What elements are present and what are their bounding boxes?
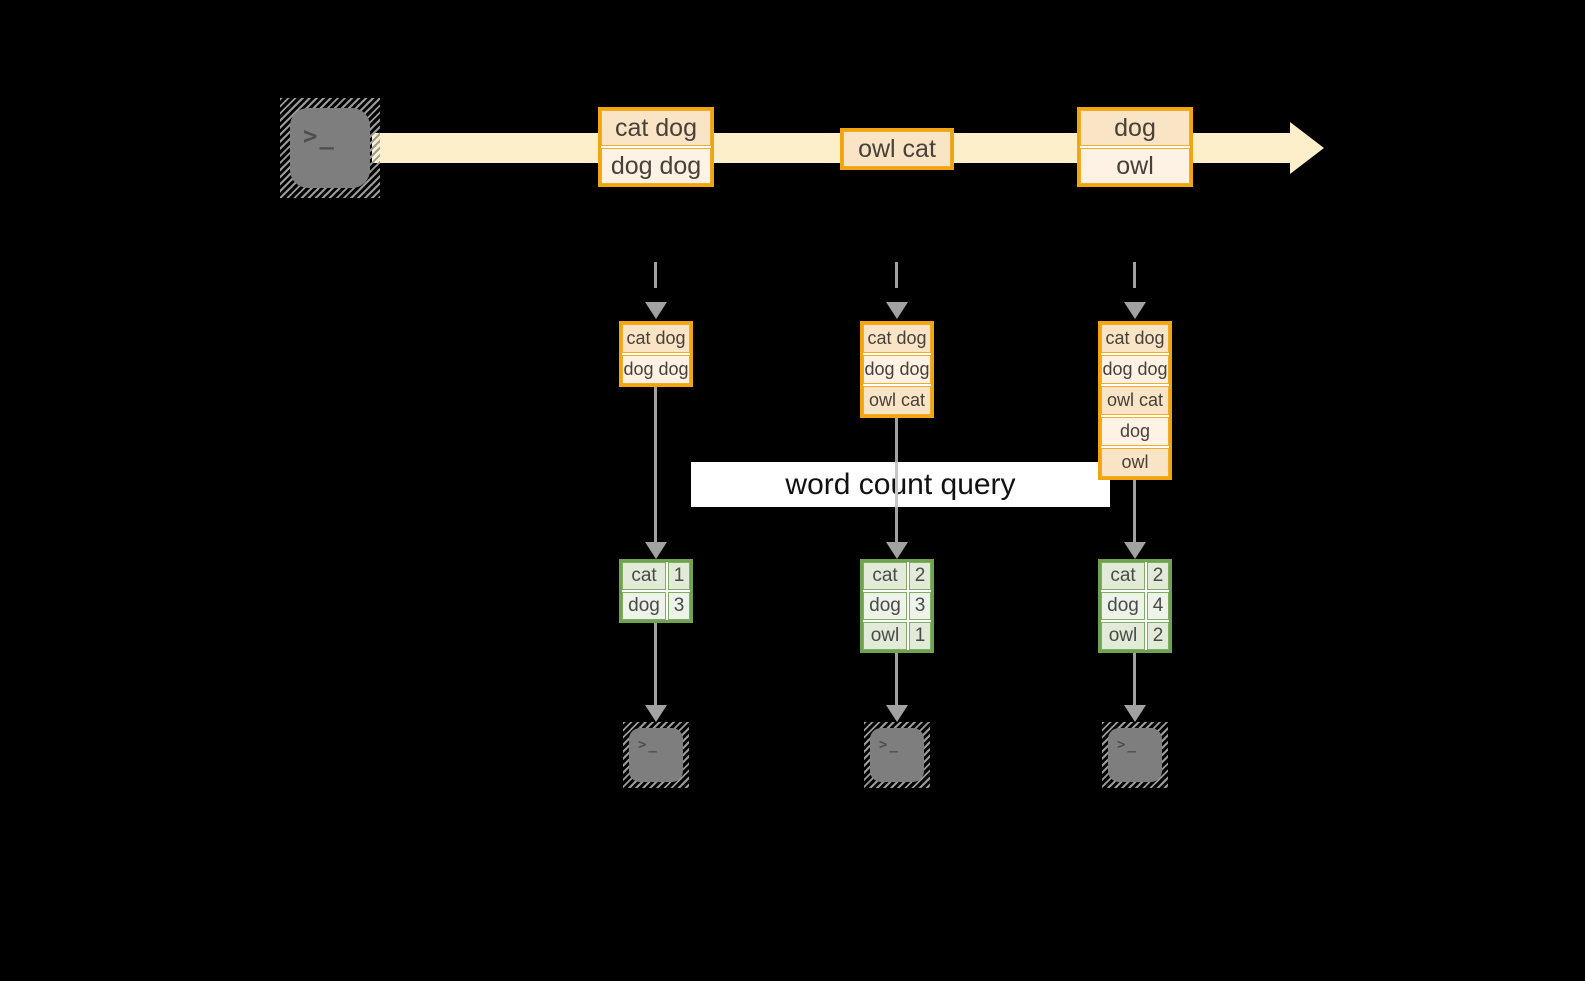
message-line: cat dog (601, 110, 711, 146)
worker-buffer: cat dog dog dog owl cat (860, 321, 934, 418)
word-count-table: cat 2 dog 4 owl 2 (1098, 559, 1172, 653)
buffer-line: dog dog (622, 355, 690, 384)
emit-arrowhead-icon (886, 705, 908, 722)
count-cell: 3 (668, 592, 690, 620)
terminal-prompt-icon: >_ (879, 737, 900, 753)
word-count-table: cat 1 dog 3 (619, 559, 693, 623)
word-count-table: cat 2 dog 3 owl 1 (860, 559, 934, 653)
word-cell: owl (1101, 622, 1145, 650)
buffer-line: dog dog (863, 355, 931, 384)
count-cell: 2 (909, 562, 931, 590)
buffer-line: cat dog (622, 324, 690, 353)
query-arrow-through-banner (895, 462, 898, 507)
buffer-line: dog dog (1101, 355, 1169, 384)
worker-buffer: cat dog dog dog owl cat dog owl (1098, 321, 1172, 480)
count-cell: 3 (909, 592, 931, 620)
terminal-screen: >_ (290, 108, 370, 188)
banner-label: word count query (785, 467, 1016, 501)
emit-arrow (1133, 653, 1136, 706)
message-line: owl (1080, 148, 1190, 184)
buffer-line: owl cat (1101, 386, 1169, 415)
message-line: dog dog (601, 148, 711, 184)
word-count-query-banner: word count query (691, 462, 1110, 507)
buffer-line: cat dog (1101, 324, 1169, 353)
ingest-arrowhead-icon (645, 302, 667, 319)
stream-message: dog owl (1077, 107, 1193, 187)
buffer-line: dog (1101, 417, 1169, 446)
worker-buffer: cat dog dog dog (619, 321, 693, 387)
terminal-prompt-icon: >_ (303, 122, 336, 150)
emit-arrowhead-icon (1124, 705, 1146, 722)
count-cell: 2 (1147, 562, 1169, 590)
sink-terminal-icon: >_ (864, 722, 930, 788)
terminal-screen: >_ (870, 728, 924, 782)
word-cell: cat (863, 562, 907, 590)
sink-terminal-icon: >_ (623, 722, 689, 788)
emit-arrowhead-icon (645, 705, 667, 722)
ingest-arrow-dashed (654, 262, 657, 302)
emit-arrow (895, 653, 898, 706)
ingest-arrowhead-icon (886, 302, 908, 319)
count-cell: 2 (1147, 622, 1169, 650)
word-cell: dog (863, 592, 907, 620)
word-cell: dog (1101, 592, 1145, 620)
query-arrowhead-icon (645, 542, 667, 559)
word-cell: cat (622, 562, 666, 590)
word-cell: cat (1101, 562, 1145, 590)
word-cell: owl (863, 622, 907, 650)
count-cell: 1 (668, 562, 690, 590)
count-cell: 4 (1147, 592, 1169, 620)
query-arrow (1133, 480, 1136, 543)
source-terminal-icon: >_ (280, 98, 380, 198)
terminal-screen: >_ (629, 728, 683, 782)
message-line: dog (1080, 110, 1190, 146)
buffer-line: owl (1101, 448, 1169, 477)
stream-message: owl cat (840, 128, 954, 170)
ingest-arrow-dashed (1133, 262, 1136, 302)
buffer-line: cat dog (863, 324, 931, 353)
query-arrowhead-icon (886, 542, 908, 559)
ingest-arrow-dashed (895, 262, 898, 302)
stream-message: cat dog dog dog (598, 107, 714, 187)
query-arrow (654, 387, 657, 543)
terminal-screen: >_ (1108, 728, 1162, 782)
count-cell: 1 (909, 622, 931, 650)
message-line: owl cat (843, 131, 951, 167)
word-cell: dog (622, 592, 666, 620)
emit-arrow (654, 623, 657, 706)
sink-terminal-icon: >_ (1102, 722, 1168, 788)
query-arrowhead-icon (1124, 542, 1146, 559)
terminal-prompt-icon: >_ (638, 737, 659, 753)
ingest-arrowhead-icon (1124, 302, 1146, 319)
stream-arrow-head-icon (1290, 122, 1324, 174)
buffer-line: owl cat (863, 386, 931, 415)
terminal-prompt-icon: >_ (1117, 737, 1138, 753)
